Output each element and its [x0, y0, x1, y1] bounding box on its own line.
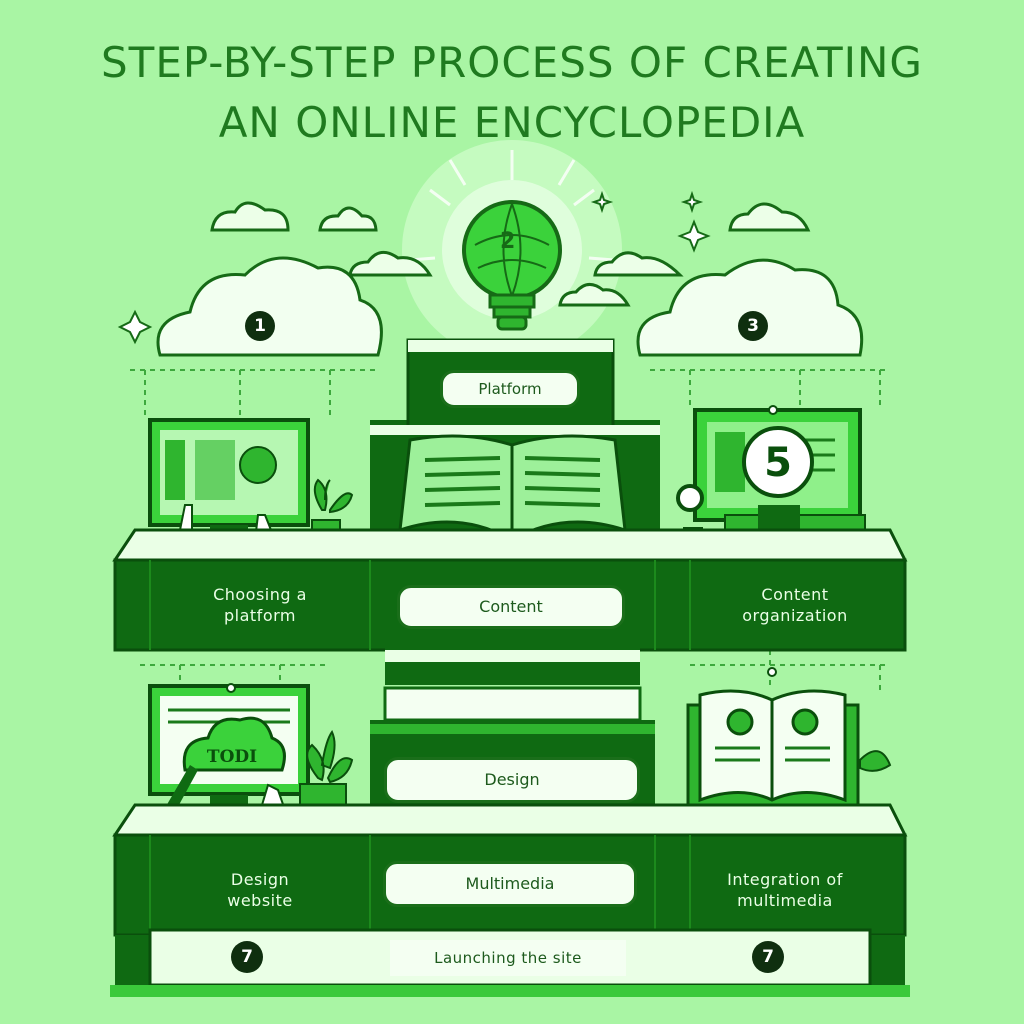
sparkle-icon	[117, 190, 711, 345]
title-line-1: STEP-BY-STEP PROCESS OF CREATING	[101, 38, 923, 87]
bulb-number: 2	[500, 229, 515, 254]
step-badge-7-right: 7	[752, 941, 784, 973]
monitor-icon	[148, 418, 310, 545]
monitor-badge: 5	[764, 440, 792, 486]
label-choosing-platform: Choosing a platform	[213, 585, 307, 625]
label-design-website: Design website	[227, 870, 293, 910]
step-badge-3: 3	[738, 311, 768, 341]
label-content-organization: Content organization	[742, 585, 848, 625]
design-pill: Design	[384, 757, 640, 803]
cloud-icon	[156, 256, 864, 357]
title-line-2: AN ONLINE ENCYCLOPEDIA	[218, 98, 806, 147]
monitor-icon: TODI	[148, 683, 310, 825]
step-badge-1: 1	[245, 311, 275, 341]
content-pill: Content	[397, 585, 625, 629]
monitor-cloud-text: TODI	[207, 747, 257, 767]
lightbulb-icon: 2	[402, 140, 622, 360]
launching-label: Launching the site	[390, 940, 626, 976]
cloud-icon	[210, 201, 811, 307]
monitor-icon: 5	[676, 405, 866, 550]
open-book-icon	[686, 667, 892, 842]
platform-pill: Platform	[440, 370, 580, 408]
step-badge-7-left: 7	[231, 941, 263, 973]
label-integration-multimedia: Integration of multimedia	[727, 870, 843, 910]
bottom-shelf	[110, 803, 910, 997]
multimedia-pill: Multimedia	[383, 861, 637, 907]
plant-icon	[859, 750, 892, 772]
